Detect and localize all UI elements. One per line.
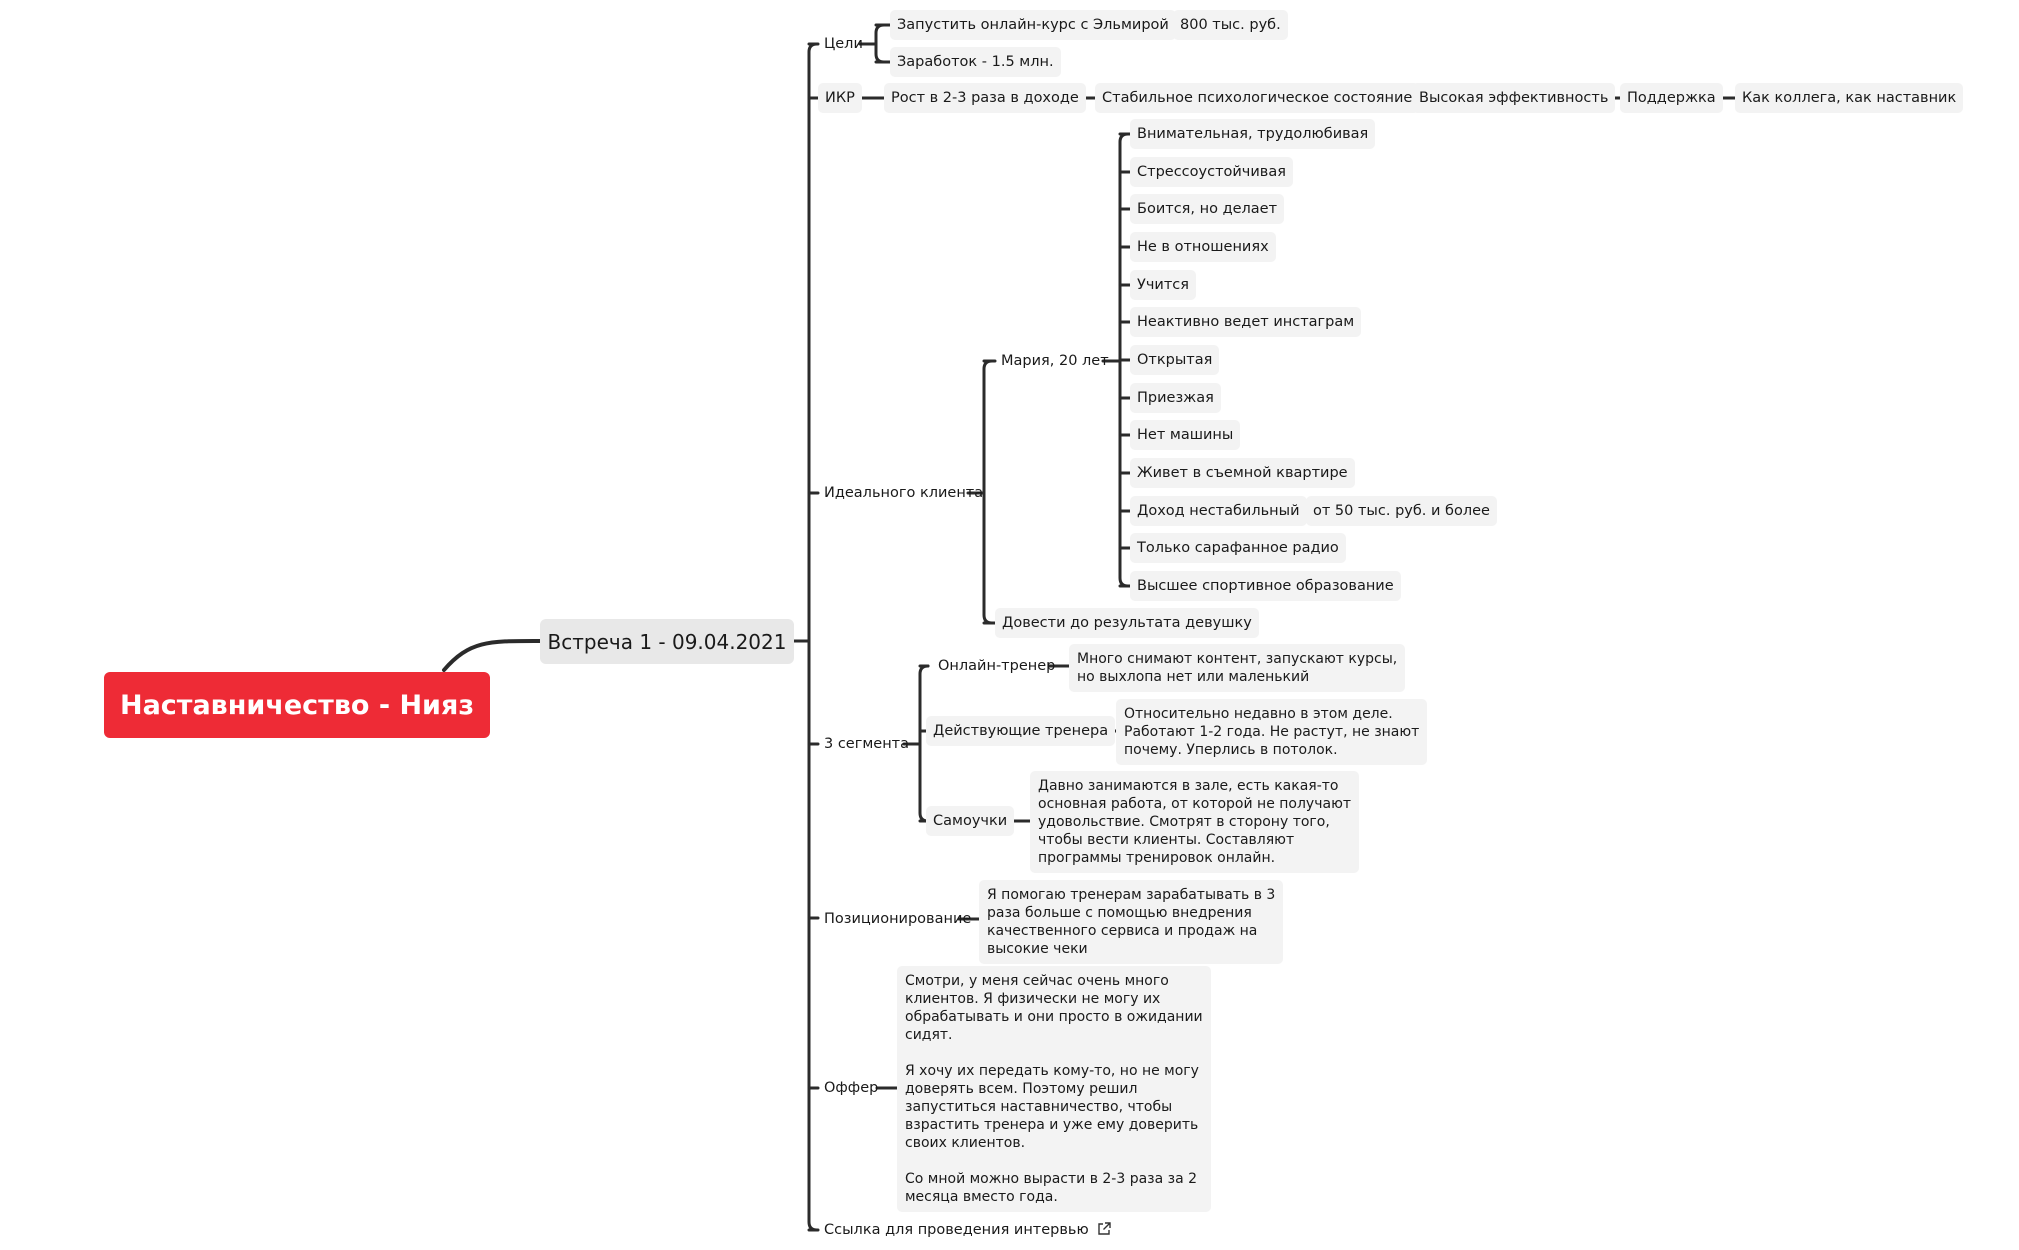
trait[interactable]: Не в отношениях (1130, 232, 1276, 262)
segment-online[interactable]: Онлайн-тренер (938, 658, 1056, 674)
trait[interactable]: Только сарафанное радио (1130, 533, 1346, 563)
trait[interactable]: Живет в съемной квартире (1130, 458, 1355, 488)
interview-link-label[interactable]: Ссылка для проведения интервью (824, 1222, 1089, 1238)
ikr-colleague[interactable]: Как коллега, как наставник (1735, 83, 1964, 113)
trait[interactable]: Неактивно ведет инстаграм (1130, 307, 1362, 337)
ikr-efficiency[interactable]: Высокая эффективность (1412, 83, 1616, 113)
ikr-stability[interactable]: Стабильное психологическое состояние (1095, 83, 1420, 113)
positioning-desc[interactable]: Я помогаю тренерам зарабатывать в 3 раза… (979, 880, 1284, 964)
trait[interactable]: Учится (1130, 270, 1196, 300)
ikr-support[interactable]: Поддержка (1620, 83, 1723, 113)
goal-course[interactable]: Запустить онлайн-курс с Эльмирой (890, 10, 1176, 40)
offer-topic[interactable]: Оффер (824, 1080, 879, 1096)
ideal-result[interactable]: Довести до результата девушку (995, 608, 1259, 638)
external-link-icon[interactable] (1097, 1217, 1111, 1247)
goal-course-sum[interactable]: 800 тыс. руб. (1173, 10, 1288, 40)
trait-income-detail[interactable]: от 50 тыс. руб. и более (1306, 496, 1497, 526)
root-topic[interactable]: Наставничество - Нияз (104, 672, 490, 738)
segment-online-desc[interactable]: Много снимают контент, запускают курсы, … (1069, 644, 1406, 692)
maria-topic[interactable]: Мария, 20 лет (1001, 353, 1109, 369)
trait[interactable]: Внимательная, трудолюбивая (1130, 119, 1376, 149)
positioning-topic[interactable]: Позиционирование (824, 911, 972, 927)
trait-income[interactable]: Доход нестабильный (1130, 496, 1307, 526)
segments-topic[interactable]: 3 сегмента (824, 736, 910, 752)
trait[interactable]: Высшее спортивное образование (1130, 571, 1401, 601)
segment-active-desc[interactable]: Относительно недавно в этом деле. Работа… (1116, 699, 1428, 765)
interview-link[interactable]: Ссылка для проведения интервью (818, 1215, 1117, 1245)
meeting-topic[interactable]: Встреча 1 - 09.04.2021 (540, 619, 794, 664)
goal-earnings[interactable]: Заработок - 1.5 млн. (890, 47, 1061, 77)
trait[interactable]: Открытая (1130, 345, 1220, 375)
segment-self[interactable]: Самоучки (926, 806, 1015, 836)
ikr-topic[interactable]: ИКР (818, 83, 862, 113)
segment-self-desc[interactable]: Давно занимаются в зале, есть какая-то о… (1030, 771, 1360, 873)
trait[interactable]: Нет машины (1130, 420, 1241, 450)
ikr-growth[interactable]: Рост в 2-3 раза в доходе (884, 83, 1086, 113)
ideal-client-topic[interactable]: Идеального клиента (824, 485, 984, 501)
offer-desc[interactable]: Смотри, у меня сейчас очень много клиент… (897, 966, 1211, 1212)
goals-topic[interactable]: Цели (824, 36, 863, 52)
trait[interactable]: Боится, но делает (1130, 194, 1285, 224)
trait[interactable]: Приезжая (1130, 383, 1221, 413)
trait[interactable]: Стрессоустойчивая (1130, 157, 1293, 187)
segment-active[interactable]: Действующие тренера (926, 716, 1116, 746)
